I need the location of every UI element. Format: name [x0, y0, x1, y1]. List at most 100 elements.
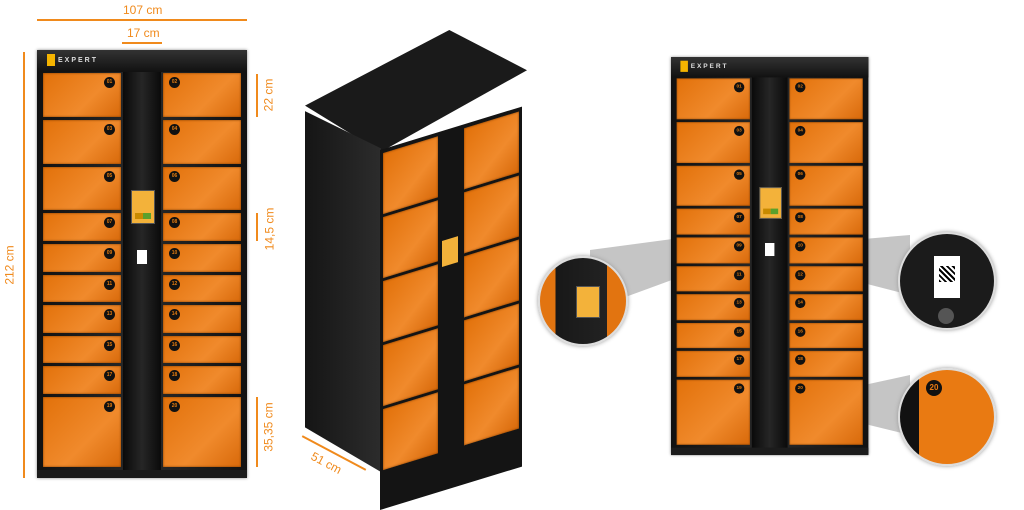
door-number: 17 [733, 354, 745, 365]
locker-door[interactable]: 04 [789, 122, 863, 164]
locker-door[interactable]: 13 [43, 305, 121, 333]
locker-door[interactable]: 19 [676, 379, 750, 445]
width-label: 107 cm [123, 3, 163, 17]
door-number: 03 [733, 125, 745, 137]
locker-door[interactable]: 12 [789, 266, 863, 292]
small-door-label: 14,5 cm [262, 207, 277, 251]
locker-door[interactable]: 14 [789, 294, 863, 321]
door-number: 03 [104, 124, 115, 135]
door-number: 18 [169, 370, 180, 381]
cabinet-base [671, 447, 869, 456]
door-number: 06 [795, 169, 806, 180]
locker-door[interactable]: 06 [163, 167, 241, 210]
locker-door[interactable]: 18 [163, 366, 241, 394]
door-number: 10 [169, 248, 180, 259]
door-number: 05 [733, 169, 745, 180]
locker-door[interactable]: 08 [789, 208, 863, 235]
locker-door[interactable]: 02 [163, 73, 241, 117]
control-column [123, 72, 161, 472]
door-number: 20 [795, 383, 806, 394]
door-number: 13 [733, 297, 745, 309]
door-number: 14 [169, 309, 180, 320]
locker-door[interactable]: 01 [43, 73, 121, 117]
touch-screen-icon [576, 286, 600, 318]
locker-door[interactable]: 04 [163, 120, 241, 164]
locker-door[interactable]: 10 [163, 244, 241, 272]
locker-door[interactable]: 16 [163, 336, 241, 363]
door-number: 08 [795, 212, 806, 223]
touch-screen[interactable] [131, 190, 155, 224]
locker-door[interactable] [464, 367, 519, 446]
qr-reader [765, 243, 775, 257]
door-number: 10 [795, 241, 806, 252]
door-number: 02 [169, 77, 180, 88]
locker-door[interactable]: 07 [676, 208, 750, 235]
locker-door[interactable]: 17 [43, 366, 121, 394]
door-number: 15 [733, 326, 745, 337]
door-number: 08 [169, 217, 180, 228]
locker-door[interactable]: 12 [163, 275, 241, 302]
locker-door[interactable]: 20 [163, 397, 241, 467]
locker-door[interactable] [383, 392, 438, 471]
locker-door[interactable]: 11 [43, 275, 121, 302]
brand-logo: EXPERT [680, 60, 728, 72]
locker-front-view: EXPERT 01 03 05 07 09 11 13 15 17 19 02 04 06 08 10 12 14… [37, 50, 247, 478]
door-number: 07 [104, 217, 115, 228]
locker-door[interactable]: 01 [676, 78, 750, 120]
door-number: 12 [795, 269, 806, 281]
screen-zoom-callout [538, 256, 628, 346]
locker-door[interactable]: 06 [789, 165, 863, 206]
width-arrow [37, 19, 247, 21]
cabinet-header: EXPERT [37, 50, 247, 72]
door-number: 05 [104, 171, 115, 182]
locker-door[interactable]: 07 [43, 213, 121, 241]
cabinet-side [305, 111, 381, 472]
door-number: 07 [733, 212, 745, 223]
locker-door[interactable]: 03 [676, 122, 750, 164]
locker-door[interactable]: 20 [789, 379, 863, 445]
cabinet-header: EXPERT [671, 57, 869, 78]
door-number: 19 [733, 383, 745, 394]
door-number: 11 [104, 279, 115, 290]
door-number: 06 [169, 171, 180, 182]
locker-door[interactable]: 15 [676, 322, 750, 349]
large-door-arrow [256, 74, 258, 117]
height-arrow [23, 52, 25, 478]
door-number: 17 [104, 370, 115, 381]
locker-door[interactable]: 05 [676, 165, 750, 206]
door-number: 09 [733, 241, 745, 252]
door-number: 19 [104, 401, 115, 412]
bottom-door-label: 35,35 cm [261, 402, 276, 452]
locker-door[interactable]: 09 [676, 237, 750, 264]
door-number: 13 [104, 309, 115, 320]
touch-screen[interactable] [442, 236, 458, 268]
door-number: 15 [104, 340, 115, 351]
locker-door[interactable]: 13 [676, 294, 750, 321]
locker-door[interactable]: 02 [789, 78, 863, 120]
locker-door[interactable]: 19 [43, 397, 121, 467]
locker-door[interactable]: 10 [789, 237, 863, 264]
center-width-label: 17 cm [127, 26, 160, 40]
control-column [751, 77, 788, 450]
locker-door[interactable]: 08 [163, 213, 241, 241]
locker-door[interactable]: 14 [163, 305, 241, 333]
locker-door[interactable]: 18 [789, 350, 863, 377]
door-number: 18 [795, 354, 806, 365]
locker-door[interactable]: 09 [43, 244, 121, 272]
door-number: 20 [169, 401, 180, 412]
locker-door[interactable]: 05 [43, 167, 121, 210]
locker-door[interactable]: 15 [43, 336, 121, 363]
center-width-arrow [122, 42, 162, 44]
door-number: 01 [104, 77, 115, 88]
brand-logo: EXPERT [47, 54, 98, 66]
touch-screen[interactable] [759, 187, 782, 219]
door-number: 14 [795, 297, 806, 309]
door-number: 01 [733, 82, 745, 93]
depth-label: 51 cm [308, 449, 345, 477]
locker-door[interactable]: 11 [676, 266, 750, 292]
locker-door[interactable]: 16 [789, 322, 863, 349]
large-door-label: 22 cm [261, 78, 276, 112]
locker-door[interactable]: 03 [43, 120, 121, 164]
locker-door[interactable]: 17 [676, 350, 750, 377]
